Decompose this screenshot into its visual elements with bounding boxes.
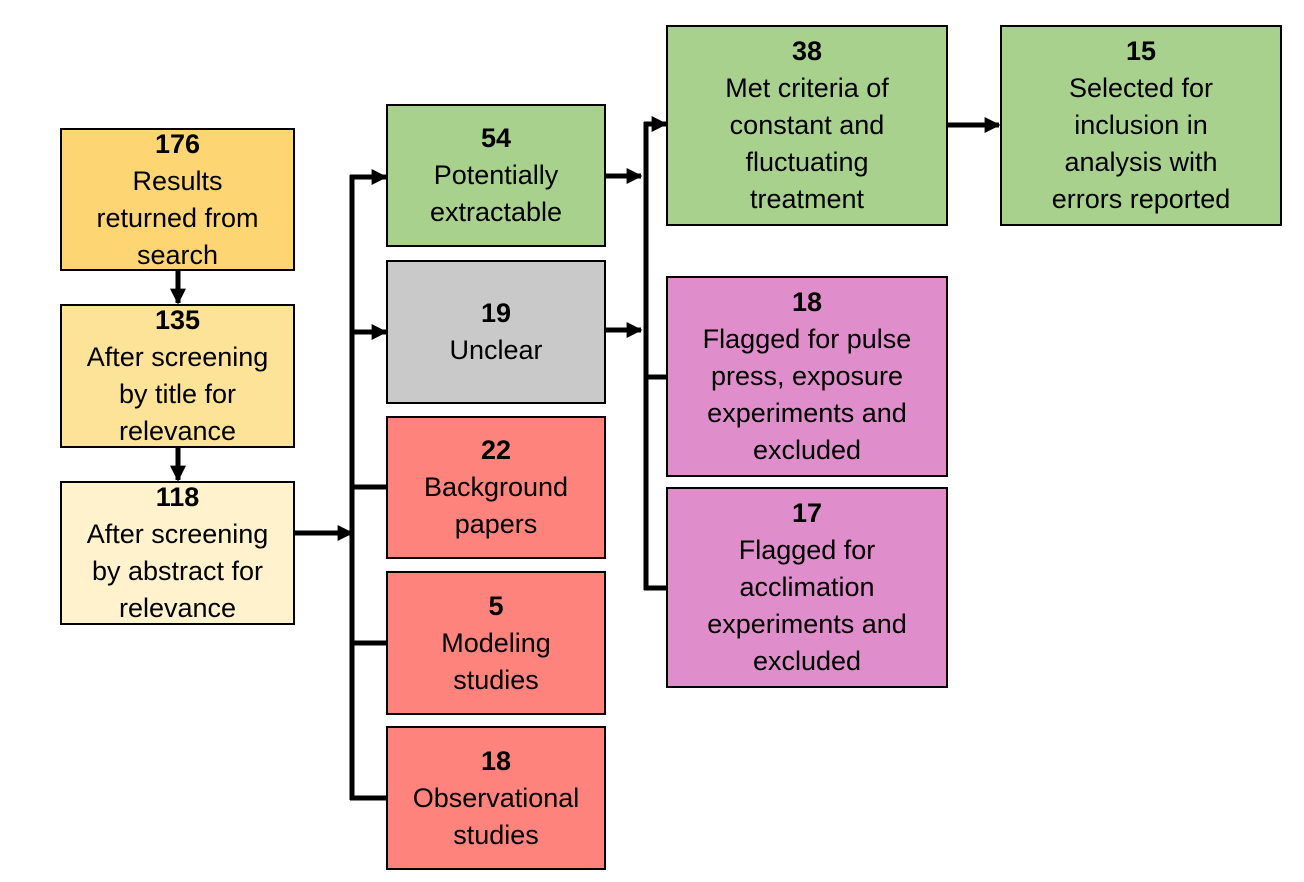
node-count: 22 [480,435,512,465]
node-label: Flagged for acclimation experiments and … [707,535,907,676]
node-search-results: 176 Results returned from search [60,128,295,271]
node-selected-for-inclusion: 15 Selected for inclusion in analysis wi… [1000,25,1282,226]
node-modeling-studies: 5 Modeling studies [386,571,606,715]
node-label: Unclear [449,335,543,365]
node-count: 118 [155,482,200,512]
node-count: 38 [791,36,823,66]
node-label: Observational studies [412,782,580,850]
node-count: 176 [154,128,201,159]
node-label: Potentially extractable [429,160,563,227]
node-count: 54 [480,123,512,153]
node-count: 15 [1125,36,1157,66]
node-count: 17 [791,498,823,528]
node-observational-studies: 18 Observational studies [386,726,606,870]
node-label: Met criteria of constant and fluctuating… [725,73,889,214]
node-label: Flagged for pulse press, exposure experi… [702,324,912,465]
node-count: 18 [791,287,823,317]
node-label: Results returned from search [96,165,259,270]
node-flagged-pulse-press: 18 Flagged for pulse press, exposure exp… [666,276,948,477]
node-label: After screening by abstract for relevanc… [86,519,269,623]
node-potentially-extractable: 54 Potentially extractable [386,104,606,247]
node-flagged-acclimation: 17 Flagged for acclimation experiments a… [666,487,948,688]
node-count: 135 [154,305,201,335]
node-background-papers: 22 Background papers [386,416,606,559]
node-count: 19 [480,298,512,328]
node-label: Selected for inclusion in analysis with … [1051,73,1231,214]
node-label: After screening by title for relevance [86,342,269,446]
node-label: Modeling studies [441,627,551,695]
node-label: Background papers [423,472,569,539]
node-count: 18 [480,745,512,776]
node-met-criteria: 38 Met criteria of constant and fluctuat… [666,25,948,226]
node-abstract-screening: 118 After screening by abstract for rele… [60,481,295,625]
node-unclear: 19 Unclear [386,260,606,404]
node-count: 5 [488,590,504,621]
node-title-screening: 135 After screening by title for relevan… [60,304,295,448]
